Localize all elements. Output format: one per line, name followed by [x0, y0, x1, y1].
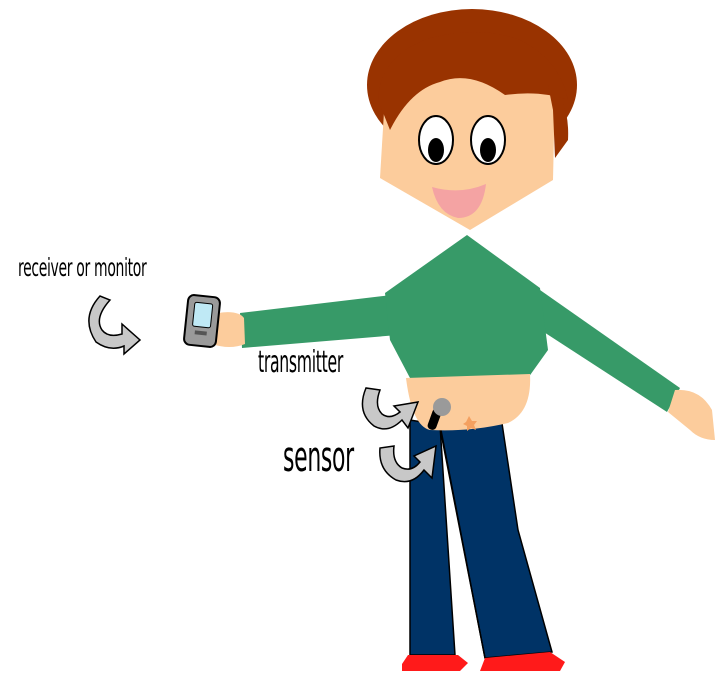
head	[367, 9, 577, 230]
phone-receiver-icon	[183, 294, 220, 347]
shirt	[385, 235, 548, 378]
jeans	[410, 410, 552, 658]
right-arm	[533, 290, 715, 440]
receiver-curved-arrow-icon	[89, 296, 140, 354]
left-arm	[212, 295, 398, 348]
transmitter-label: transmitter	[258, 345, 343, 380]
receiver-label: receiver or monitor	[18, 253, 146, 282]
sensor-label: sensor	[283, 432, 354, 481]
